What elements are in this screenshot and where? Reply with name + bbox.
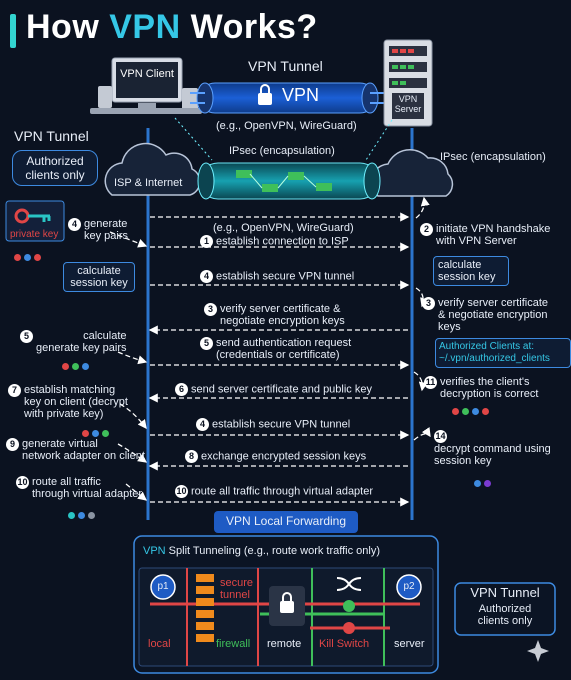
ipsec-right-label: IPsec (encapsulation) — [440, 151, 546, 163]
x-icon — [343, 622, 355, 634]
left-tunnel-title: VPN Tunnel — [14, 128, 89, 144]
laptop-monitor-icon — [90, 57, 202, 114]
client-label: VPN Client — [120, 68, 174, 80]
firewall-icon — [196, 574, 214, 642]
p1-label: p1 — [157, 581, 169, 592]
page-title: How VPN Works? — [26, 8, 318, 46]
isp-label: ISP & Internet — [114, 177, 183, 189]
server-label-bottom: server — [394, 638, 425, 650]
authorized-clients-bubble: Authorized clients only — [12, 150, 98, 186]
right-calc-session-box: calculate session key — [433, 256, 509, 286]
forwarding-label: VPN Local Forwarding — [225, 514, 347, 528]
title-accent-bar — [10, 14, 16, 48]
key-dots — [14, 248, 44, 266]
shuffle-icon — [336, 577, 362, 591]
sparkle-icon — [527, 640, 549, 662]
forwarding-badge — [214, 511, 358, 533]
ipsec-tube — [174, 117, 393, 200]
kill-switch-label: Kill Switch — [319, 638, 370, 650]
server-icon — [383, 39, 433, 127]
step-label: (e.g., OpenVPN, WireGuard) — [213, 222, 354, 234]
tunnel-subtitle: (e.g., OpenVPN, WireGuard) — [216, 120, 357, 132]
left-calc-session-box: calculate session key — [63, 262, 135, 292]
bottom-tunnel-sub: Authorized clients only — [477, 603, 533, 627]
bottom-tunnel-title: VPN Tunnel — [470, 585, 540, 600]
local-label: local — [148, 638, 171, 650]
firewall-label: firewall — [216, 638, 251, 650]
tunnel-text: VPN — [282, 85, 320, 105]
ipsec-center-label: IPsec (encapsulation) — [229, 145, 335, 157]
private-key-label: private key — [10, 229, 59, 240]
authorized-clients-path: Authorized Clients at: ~/.vpn/authorized… — [435, 338, 571, 368]
bottom-tunnel-box — [454, 582, 556, 636]
step5-dots — [62, 357, 92, 375]
remote-label: remote — [267, 638, 302, 650]
step7-dots — [82, 424, 112, 442]
tunnel-title: VPN Tunnel — [248, 58, 323, 74]
p2-label: p2 — [403, 581, 415, 592]
p2-node — [396, 574, 422, 600]
split-tunneling-title: VPN Split Tunneling (e.g., route work tr… — [143, 545, 381, 557]
key-icon — [5, 200, 65, 242]
message-arrows — [109, 196, 431, 507]
p1-node — [150, 574, 176, 600]
vpn-tunnel-pipe — [190, 82, 385, 114]
remote-lock-icon — [269, 586, 305, 626]
step11-dots — [452, 402, 492, 420]
check-icon — [343, 600, 355, 612]
step14-dots — [474, 474, 494, 492]
step10-dots — [68, 506, 98, 524]
secure-tunnel-label: secure tunnel — [220, 577, 254, 601]
lock-icon — [258, 84, 272, 105]
server-label: VPN Server — [394, 94, 422, 114]
